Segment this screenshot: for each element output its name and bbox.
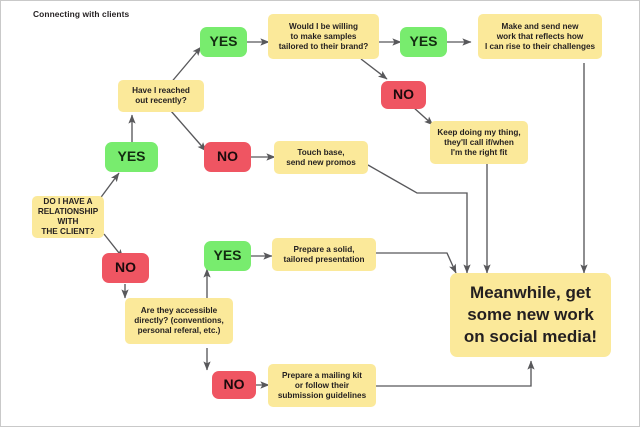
node-yes-reached[interactable]: YES [200, 27, 247, 57]
node-yes-relationship[interactable]: YES [105, 142, 158, 172]
node-yes-accessible[interactable]: YES [204, 241, 251, 271]
node-meanwhile[interactable]: Meanwhile, get some new work on social m… [450, 273, 611, 357]
edge-mailingkit-meanwhile [375, 360, 535, 387]
edge-no-keepdoing [412, 106, 434, 126]
page-title: Connecting with clients [33, 9, 130, 19]
node-touch-base[interactable]: Touch base, send new promos [274, 141, 368, 174]
node-start[interactable]: DO I HAVE A RELATIONSHIP WITH THE CLIENT… [32, 196, 104, 238]
node-willing-samples[interactable]: Would I be willing to make samples tailo… [268, 14, 379, 59]
node-no-samples[interactable]: NO [381, 81, 426, 109]
edge-presentation-meanwhile [375, 252, 457, 274]
edge-reached-yes [168, 46, 202, 86]
node-no-reached[interactable]: NO [204, 142, 251, 172]
node-make-send-work[interactable]: Make and send new work that reflects how… [478, 14, 602, 59]
node-no-accessible[interactable]: NO [212, 371, 256, 399]
node-yes-samples[interactable]: YES [400, 27, 447, 57]
node-no-relationship[interactable]: NO [102, 253, 149, 283]
edge-reached-no [170, 110, 207, 152]
edge-touchbase-meanwhile [367, 164, 471, 274]
node-reached-out[interactable]: Have I reached out recently? [118, 80, 204, 112]
node-accessible[interactable]: Are they accessible directly? (conventio… [125, 298, 233, 344]
node-prepare-presentation[interactable]: Prepare a solid, tailored presentation [272, 238, 376, 271]
edge-willing-no [360, 58, 388, 80]
node-keep-doing[interactable]: Keep doing my thing, they'll call if/whe… [430, 121, 528, 164]
node-mailing-kit[interactable]: Prepare a mailing kit or follow their su… [268, 364, 376, 407]
